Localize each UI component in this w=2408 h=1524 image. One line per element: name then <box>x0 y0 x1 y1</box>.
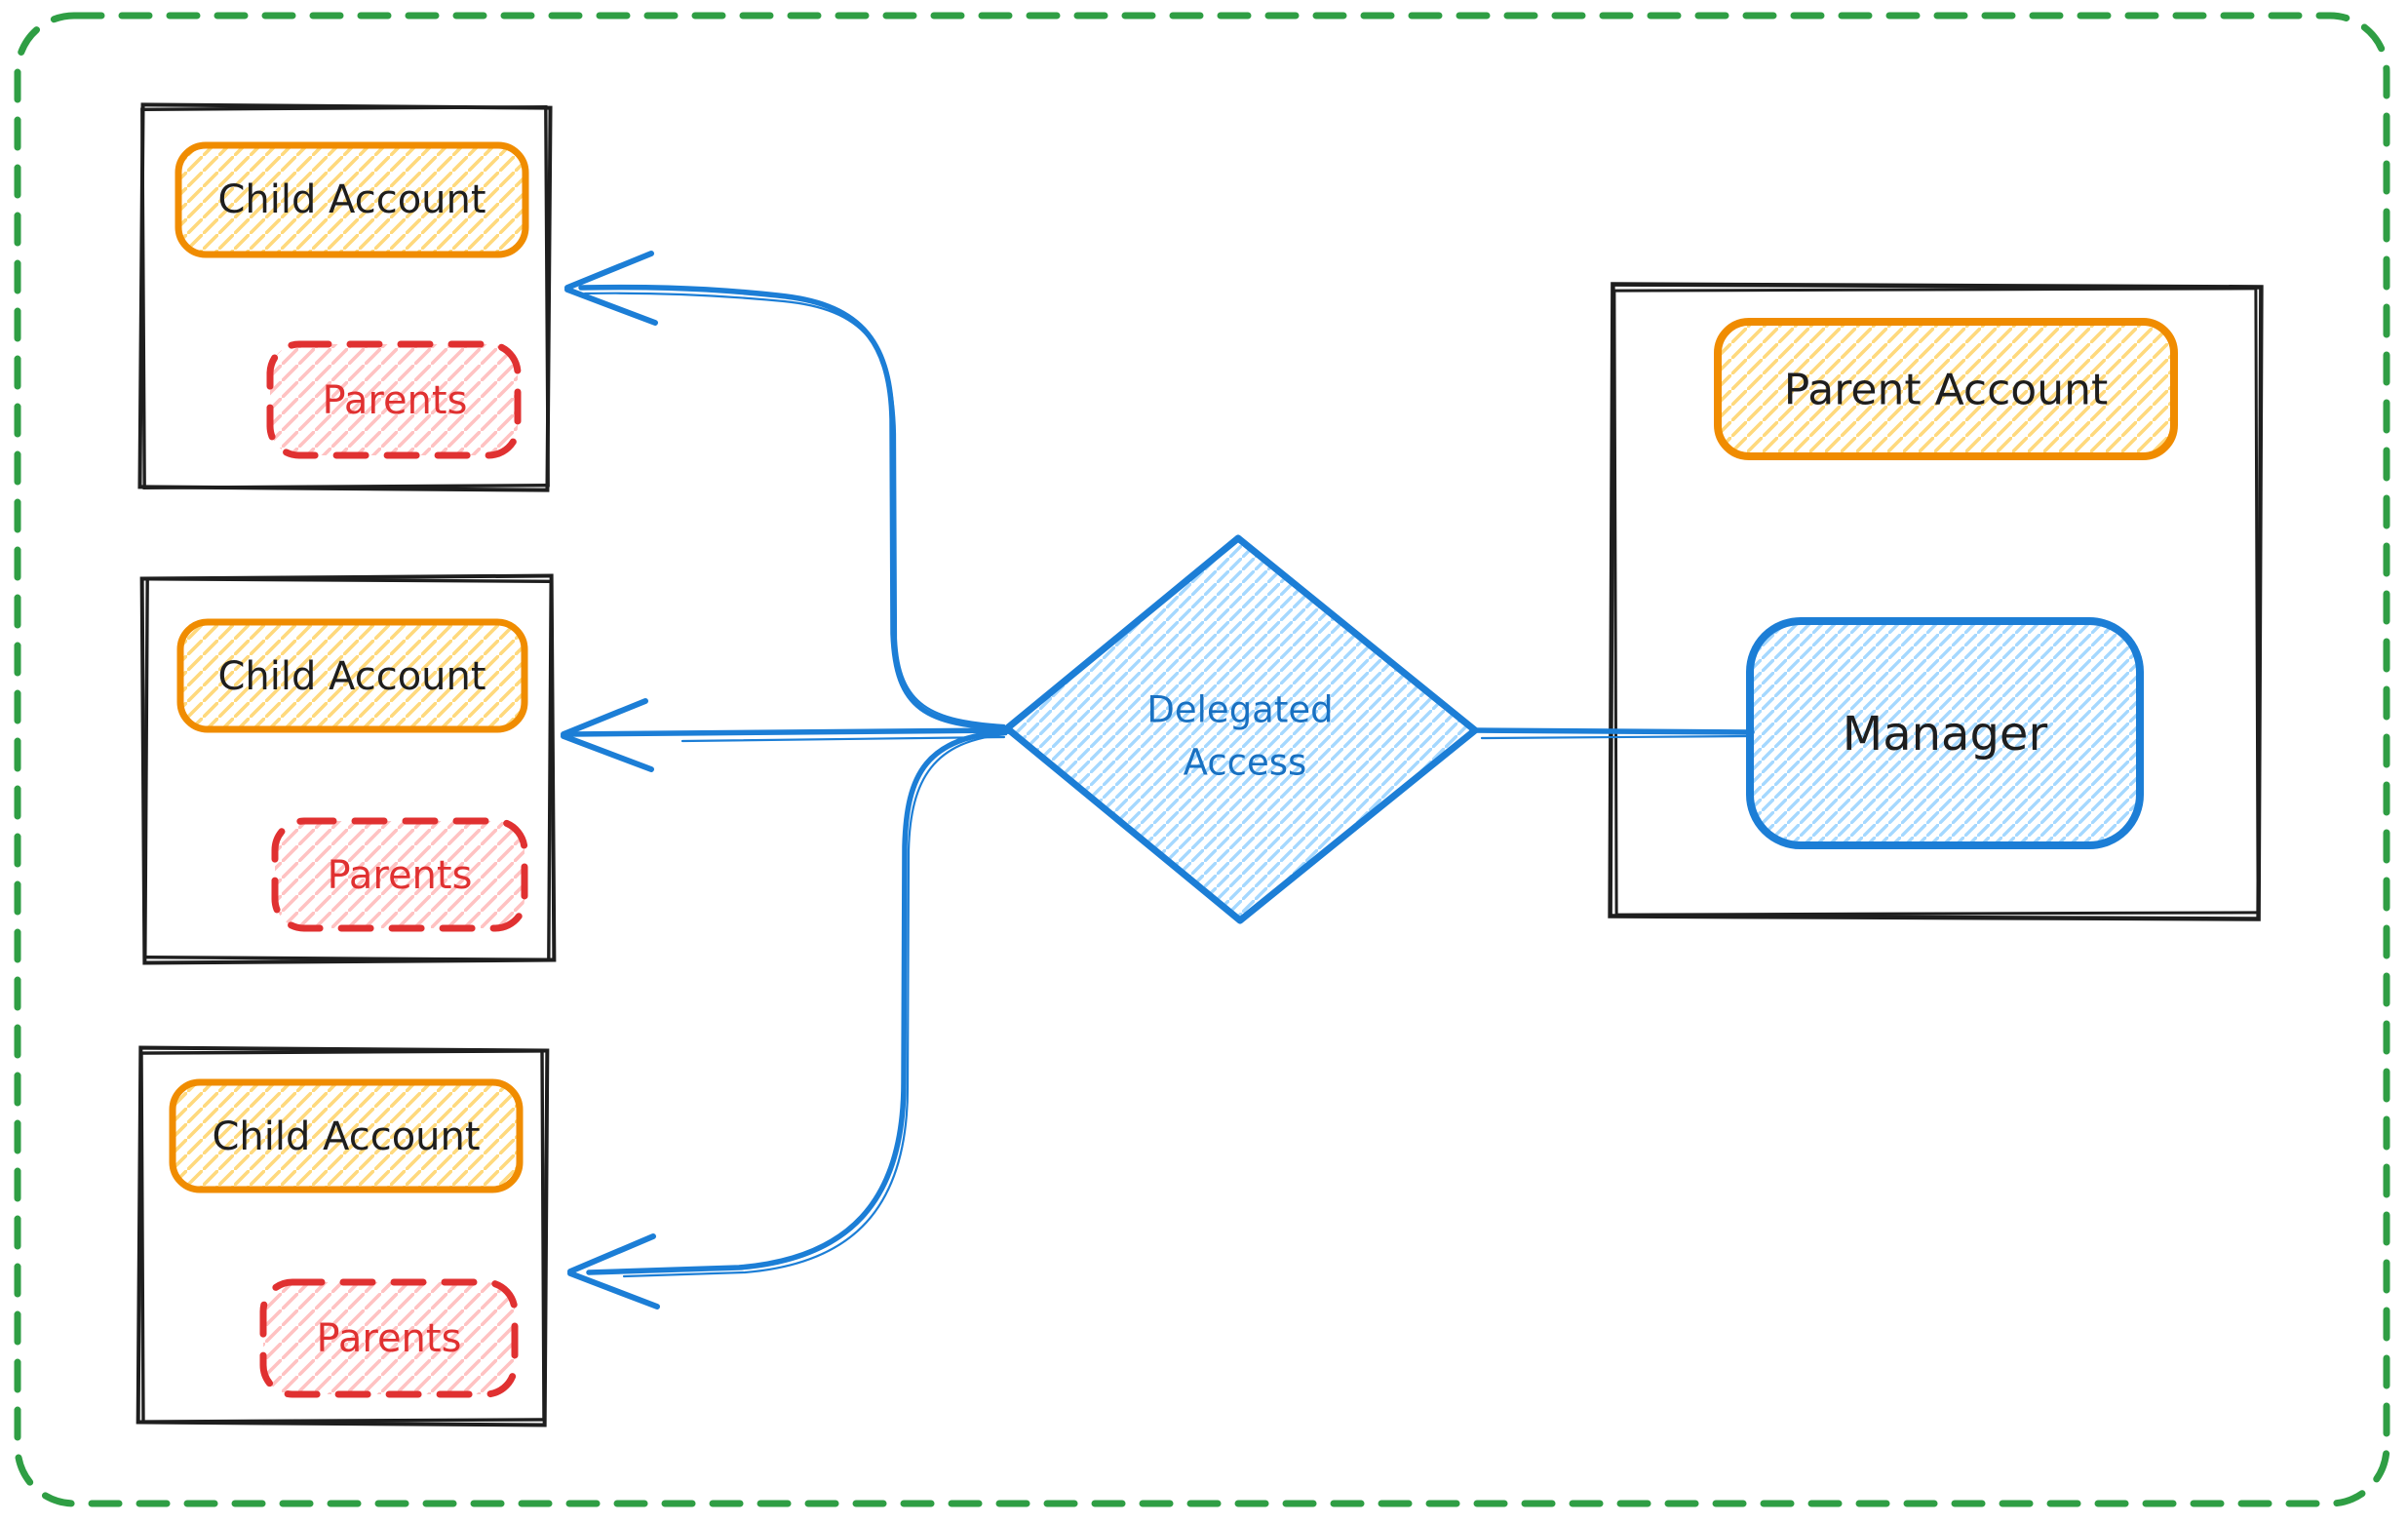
child-account-node-2[interactable]: Child Account Parents <box>139 573 557 965</box>
connectors <box>561 251 1755 1309</box>
child-account-label-box-1[interactable] <box>175 141 529 258</box>
child-box-outline-1b <box>140 105 550 489</box>
child-box-outline-2b <box>143 577 553 961</box>
parent-box-outline-b <box>1612 287 2260 917</box>
parents-label-1: Parents <box>323 378 468 423</box>
parent-account-node[interactable]: Parent Account Manager <box>1608 282 2264 921</box>
delegated-access-label-line1: Delegated <box>1146 689 1333 731</box>
child-account-label-box-3[interactable] <box>169 1078 524 1193</box>
parents-label-3: Parents <box>317 1316 462 1361</box>
parents-badge-2[interactable] <box>271 817 528 932</box>
child-account-label-box-2[interactable] <box>176 618 528 733</box>
arrow-to-child-1[interactable] <box>564 251 1012 731</box>
arrow-to-child-2[interactable] <box>561 698 1010 772</box>
child-account-title-2: Child Account <box>217 654 485 699</box>
child-account-title-1: Child Account <box>217 177 485 222</box>
line-manager-to-diamond[interactable] <box>1469 727 1755 740</box>
child-box-outline-3b <box>139 1049 546 1424</box>
delegated-access-diamond[interactable]: Delegated Access <box>1003 534 1479 924</box>
arrow-to-child-3[interactable] <box>567 728 1012 1309</box>
child-account-node-3[interactable]: Child Account Parents <box>136 1045 550 1427</box>
child-account-title-3: Child Account <box>212 1114 480 1159</box>
manager-label: Manager <box>1843 707 2048 762</box>
diamond-shape[interactable] <box>1003 534 1479 924</box>
parents-label-2: Parents <box>328 853 473 898</box>
parents-badge-3[interactable] <box>259 1278 519 1398</box>
boundary-frame[interactable] <box>14 12 2390 1507</box>
parent-account-label-box[interactable] <box>1714 318 2178 460</box>
parent-account-title: Parent Account <box>1784 366 2109 415</box>
parents-badge-1[interactable] <box>266 340 522 459</box>
delegated-access-label-line2: Access <box>1184 742 1307 784</box>
child-account-node-1[interactable]: Child Account Parents <box>137 102 553 492</box>
